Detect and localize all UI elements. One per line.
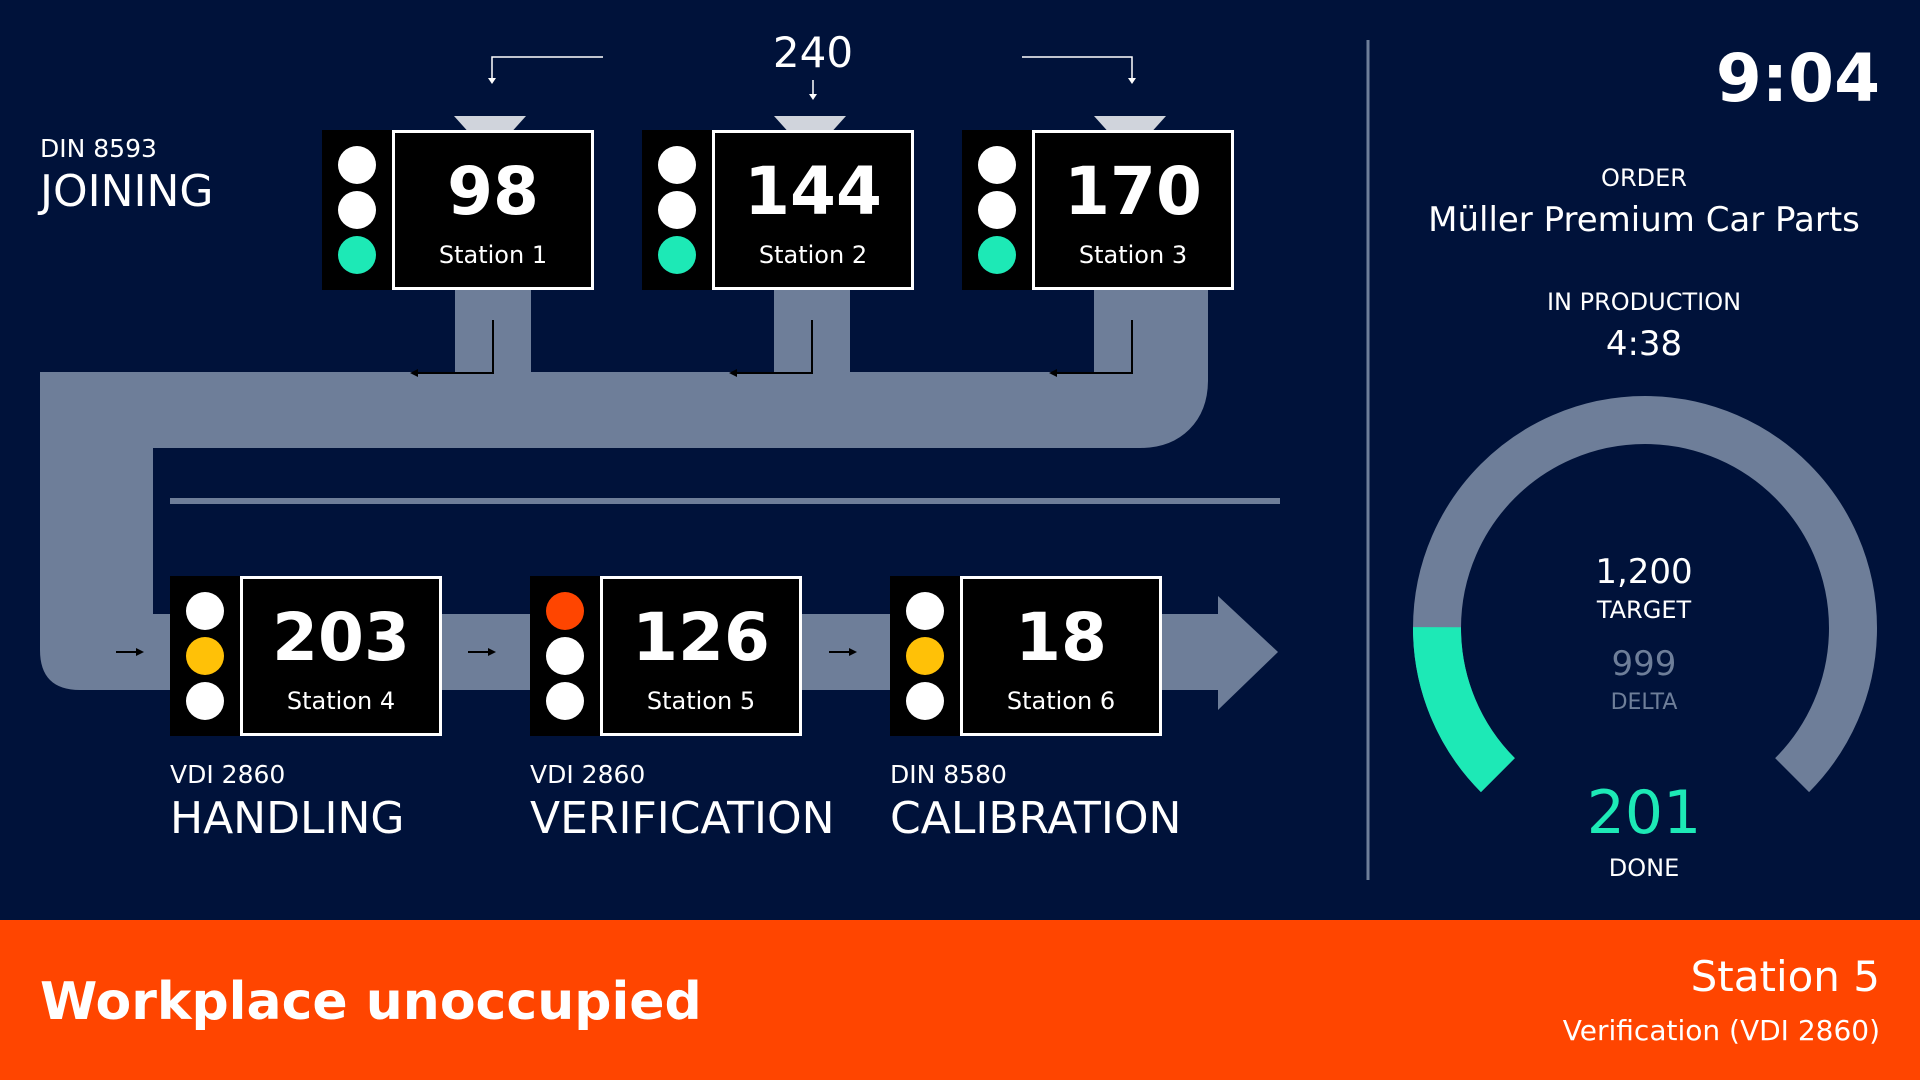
station-display: 203 Station 4 <box>240 576 442 736</box>
station-name: Station 4 <box>286 687 396 715</box>
calibration-code: DIN 8580 <box>890 760 1007 789</box>
light-middle <box>906 637 944 675</box>
station-name: Station 2 <box>758 241 868 269</box>
station-name: Station 5 <box>646 687 756 715</box>
handling-name: HANDLING <box>170 793 405 844</box>
station-count: 144 <box>744 153 882 230</box>
light-middle <box>658 191 696 229</box>
station-name: Station 1 <box>438 241 548 269</box>
production-label: IN PRODUCTION <box>1546 288 1742 316</box>
verification-code: VDI 2860 <box>530 760 646 789</box>
light-bottom <box>338 236 376 274</box>
light-bottom <box>978 236 1016 274</box>
light-bottom <box>906 682 944 720</box>
done-label: DONE <box>1608 854 1680 882</box>
alert-process: Verification (VDI 2860) <box>1562 1014 1880 1047</box>
station-display: 126 Station 5 <box>600 576 802 736</box>
traffic-light <box>170 576 240 736</box>
order-label: ORDER <box>1601 164 1687 192</box>
traffic-light <box>890 576 960 736</box>
gauge-progress <box>1412 626 1516 793</box>
feed-total: 240 <box>772 28 854 77</box>
station-count: 98 <box>447 153 539 230</box>
station-count: 203 <box>272 599 410 676</box>
station-name: Station 3 <box>1078 241 1188 269</box>
conveyor-corner <box>40 372 160 690</box>
alert-station: Station 5 <box>1690 952 1880 1001</box>
conveyor-arrowhead <box>1218 596 1278 710</box>
alert-message: Workplace unoccupied <box>40 972 702 1032</box>
joining-name: JOINING <box>40 166 214 217</box>
light-bottom <box>546 682 584 720</box>
feed-arrowheads <box>488 78 1136 100</box>
station-count: 126 <box>632 599 770 676</box>
light-bottom <box>658 236 696 274</box>
production-gauge <box>1412 396 1877 793</box>
station-display: 170 Station 3 <box>1032 130 1234 290</box>
light-top <box>906 592 944 630</box>
light-middle <box>186 637 224 675</box>
station-card-3[interactable]: 170 Station 3 <box>962 116 1234 290</box>
order-value: Müller Premium Car Parts <box>1428 200 1860 240</box>
target-label: TARGET <box>1596 596 1692 624</box>
station-card-1[interactable]: 98 Station 1 <box>322 116 594 290</box>
calibration-name: CALIBRATION <box>890 793 1182 844</box>
station-display: 144 Station 2 <box>712 130 914 290</box>
station-card-2[interactable]: 144 Station 2 <box>642 116 914 290</box>
traffic-light <box>322 130 392 290</box>
verification-name: VERIFICATION <box>530 793 835 844</box>
station-name: Station 6 <box>1006 687 1116 715</box>
light-bottom <box>186 682 224 720</box>
clock: 9:04 <box>1715 40 1880 117</box>
feed-arrows <box>491 56 1133 96</box>
handling-code: VDI 2860 <box>170 760 286 789</box>
traffic-light <box>530 576 600 736</box>
light-middle <box>338 191 376 229</box>
station-count: 170 <box>1064 153 1202 230</box>
light-middle <box>546 637 584 675</box>
target-value: 1,200 <box>1595 552 1693 592</box>
light-top <box>338 146 376 184</box>
station-display: 98 Station 1 <box>392 130 594 290</box>
light-top <box>978 146 1016 184</box>
station-display: 18 Station 6 <box>960 576 1162 736</box>
light-top <box>658 146 696 184</box>
station-card-4[interactable]: 203 Station 4 <box>170 576 442 736</box>
light-middle <box>978 191 1016 229</box>
station-card-5[interactable]: 126 Station 5 <box>530 576 802 736</box>
traffic-light <box>642 130 712 290</box>
station-card-6[interactable]: 18 Station 6 <box>890 576 1162 736</box>
production-time: 4:38 <box>1605 324 1683 364</box>
delta-value: 999 <box>1611 644 1677 684</box>
traffic-light <box>962 130 1032 290</box>
station-count: 18 <box>1015 599 1107 676</box>
light-top <box>546 592 584 630</box>
drop-arrowheads <box>410 369 1057 377</box>
drop-arrows <box>415 320 1133 374</box>
joining-code: DIN 8593 <box>40 134 157 163</box>
done-value: 201 <box>1586 778 1702 848</box>
alert-bar: Workplace unoccupied Station 5 Verificat… <box>0 920 1920 1080</box>
light-top <box>186 592 224 630</box>
delta-label: DELTA <box>1610 690 1678 715</box>
